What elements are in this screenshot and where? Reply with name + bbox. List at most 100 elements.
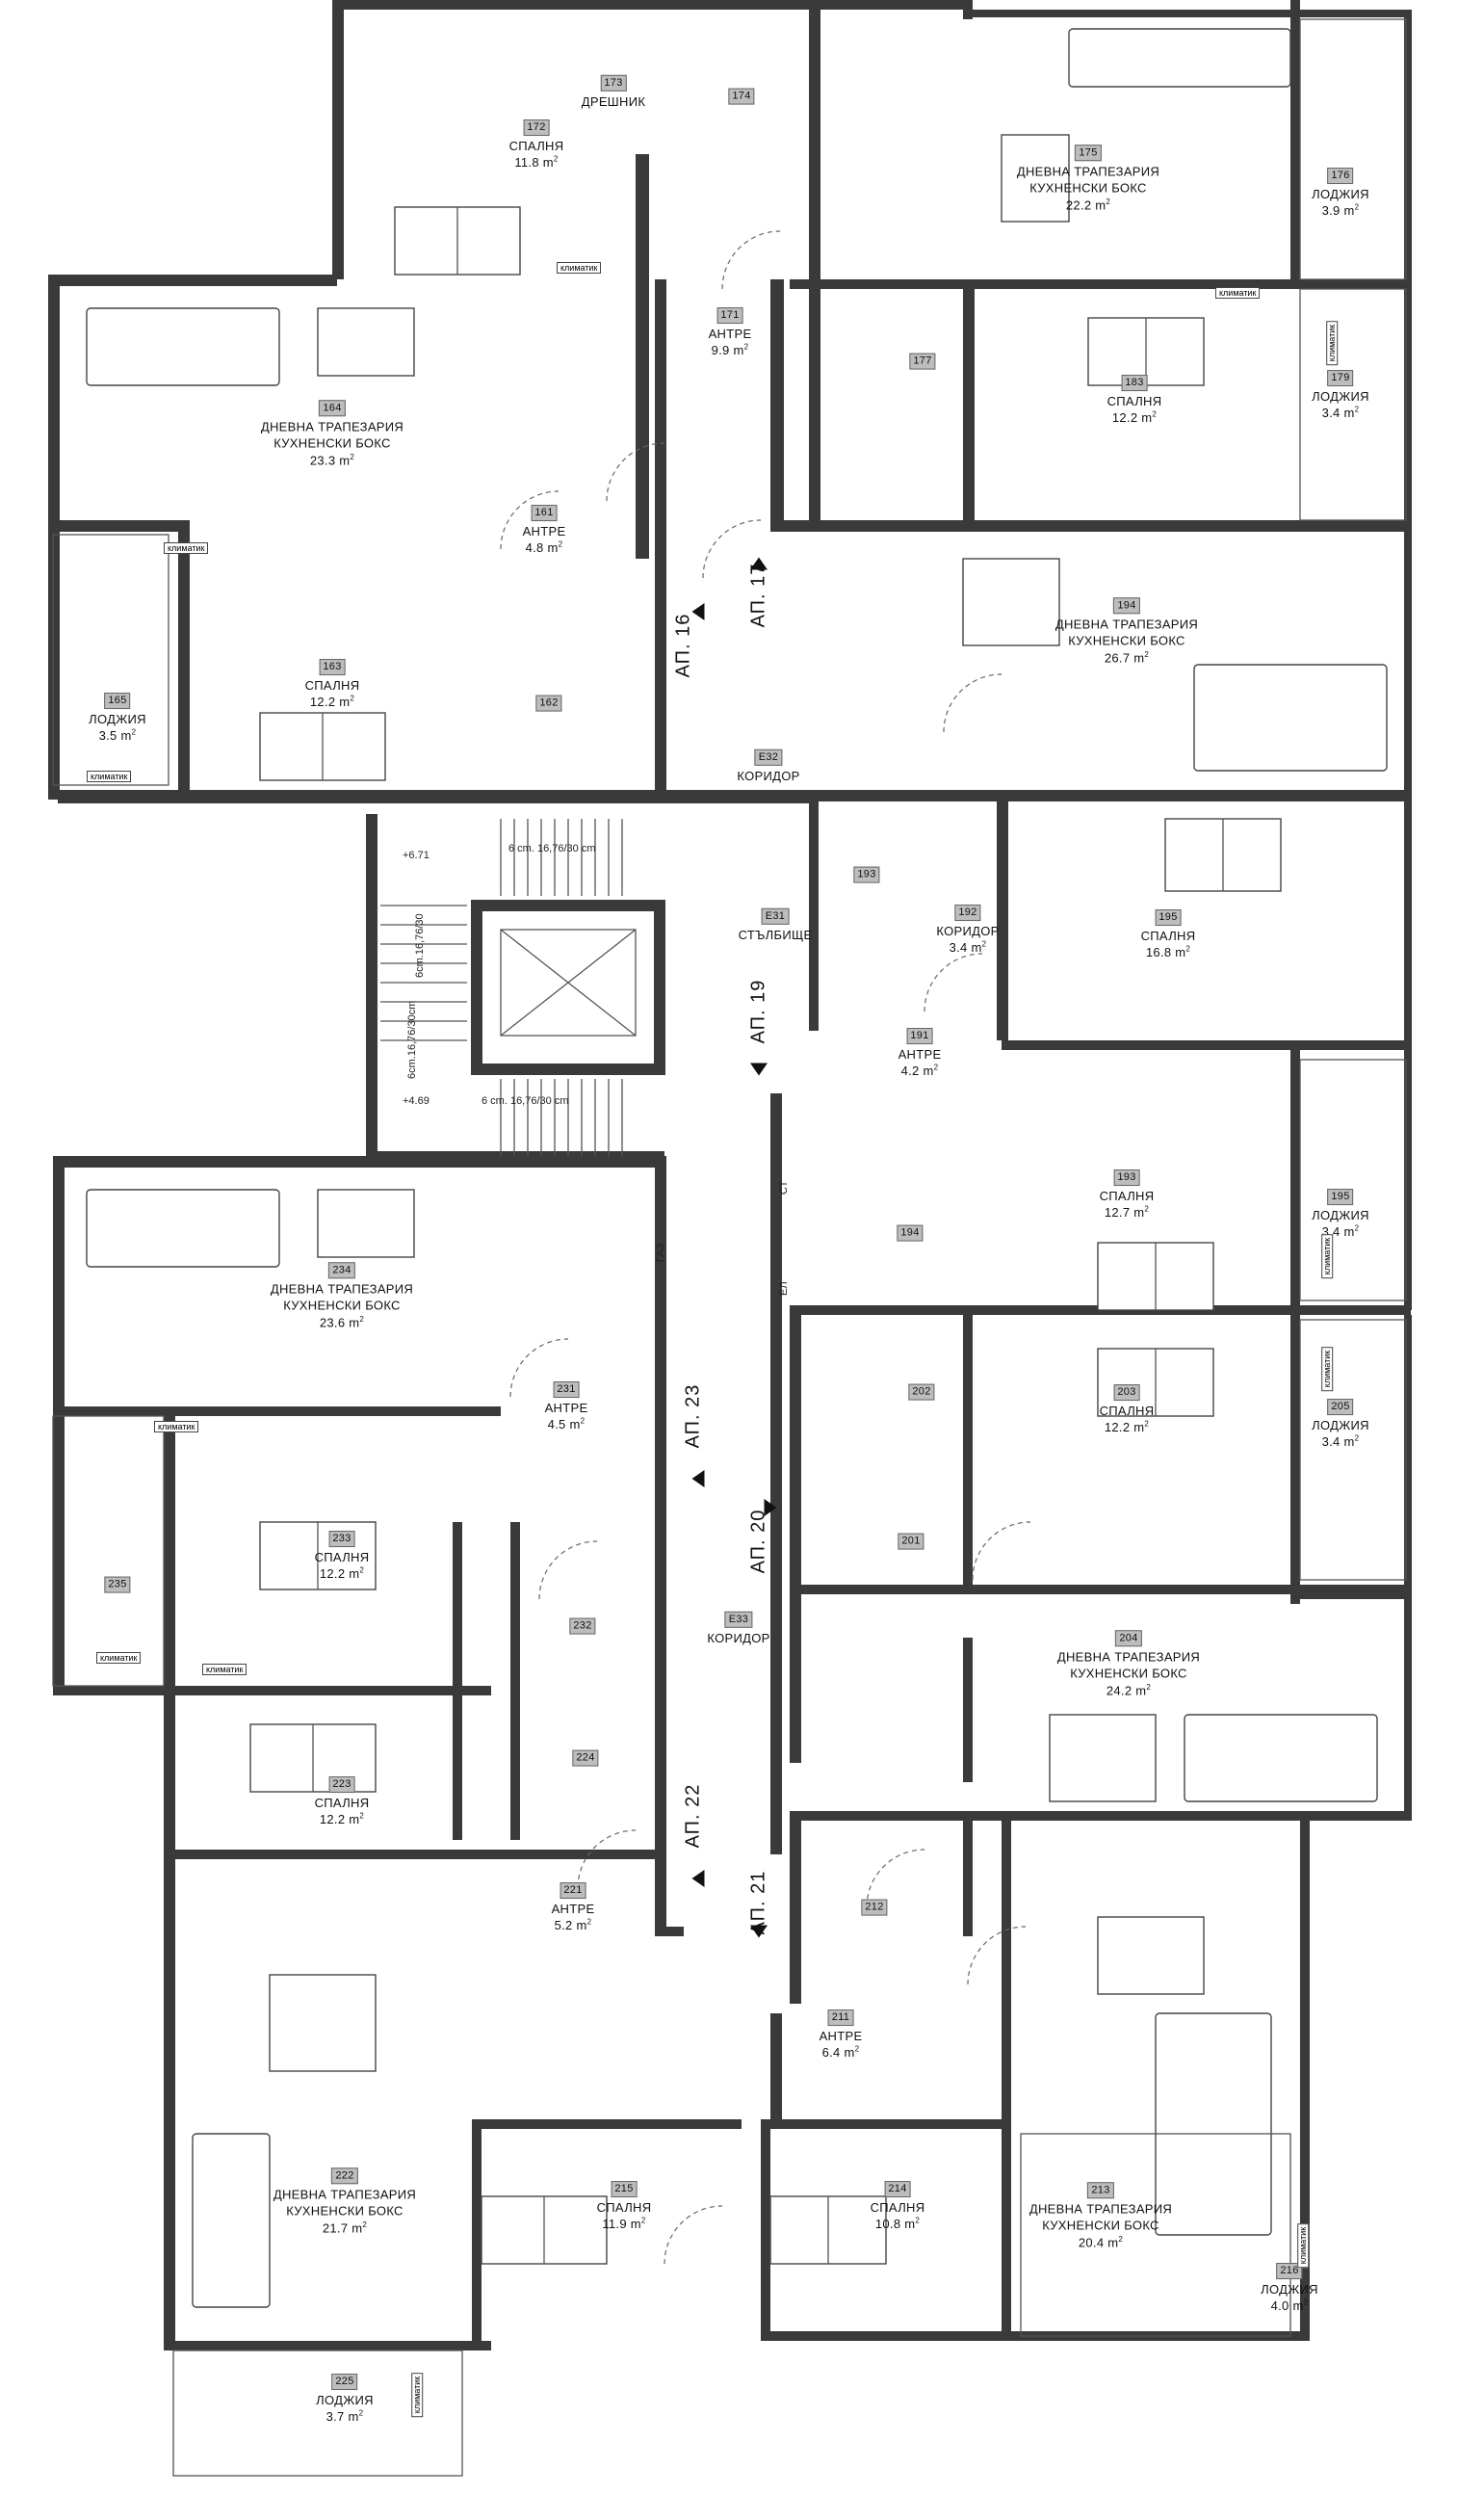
- loggia-outline: [52, 1415, 165, 1687]
- sofa-icon: [1068, 28, 1291, 88]
- room-label: 202: [908, 1382, 935, 1403]
- room-number-tag: 194: [1113, 597, 1140, 615]
- room-area: 4.5 m2: [547, 1417, 586, 1432]
- room-name: АНТРЕ: [522, 523, 566, 538]
- door-swing: [924, 953, 983, 1012]
- dining-table-icon: [317, 307, 415, 377]
- room-label: 235: [104, 1575, 131, 1595]
- building-walls: [48, 0, 1412, 2351]
- room-number-tag: 164: [319, 400, 346, 417]
- room-number-tag: 183: [1121, 375, 1148, 391]
- room-name: ДНЕВНА ТРАПЕЗАРИЯ: [273, 2187, 417, 2202]
- room-name: СПАЛНЯ: [1099, 1403, 1155, 1418]
- ac-unit-label: климатик: [96, 1652, 142, 1664]
- apartment-entry-arrow: [691, 603, 705, 620]
- room-area: 16.8 m2: [1145, 945, 1191, 960]
- sofa-icon: [86, 1189, 280, 1268]
- room-number-tag: 175: [1075, 144, 1102, 162]
- room-area: 3.4 m2: [949, 940, 987, 956]
- room-area: 3.5 m2: [98, 728, 137, 744]
- room-number-tag: 195: [1155, 909, 1182, 926]
- sofa-icon: [192, 2133, 271, 2308]
- room-name: АНТРЕ: [898, 1046, 942, 1062]
- room-name: ЛОДЖИЯ: [1312, 186, 1369, 201]
- room-label: 162: [535, 694, 562, 714]
- room-label: 174: [728, 87, 755, 107]
- room-area: 11.9 m2: [602, 2217, 646, 2232]
- door-swing: [702, 519, 762, 579]
- room-name: ДНЕВНА ТРАПЕЗАРИЯ: [260, 419, 404, 434]
- room-number-tag: 212: [861, 1899, 888, 1916]
- door-swing: [509, 1338, 569, 1398]
- room-area: 3.4 m2: [1321, 406, 1360, 421]
- el-label: ЕЛ: [778, 1281, 790, 1296]
- room-number-tag: 176: [1327, 168, 1354, 184]
- room-number-tag: 203: [1113, 1384, 1140, 1401]
- room-area: 9.9 m2: [711, 343, 749, 358]
- room-number-tag: 216: [1276, 2263, 1303, 2279]
- room-number-tag: 162: [535, 695, 562, 712]
- room-number-tag: 201: [898, 1533, 924, 1550]
- room-area: 12.7 m2: [1104, 1205, 1150, 1221]
- apartment-label: АП. 19: [747, 979, 769, 1044]
- ac-unit-label: климатик: [154, 1421, 199, 1432]
- door-swing: [943, 673, 1002, 733]
- loggia-outline: [1299, 1319, 1407, 1581]
- room-label: 212: [861, 1898, 888, 1918]
- stair-core: [380, 819, 665, 1156]
- apartment-entry-arrow: [750, 1925, 768, 1938]
- loggia-outline: [1299, 18, 1407, 280]
- dining-table-icon: [1097, 1916, 1205, 1995]
- room-number-tag: 165: [104, 693, 131, 709]
- door-swing: [538, 1540, 598, 1600]
- ac-unit-label: климатик: [1297, 2222, 1310, 2269]
- room-area: 4.8 m2: [525, 540, 563, 556]
- room-number-tag: 211: [827, 2009, 854, 2026]
- loggia-outline: [1020, 2133, 1291, 2337]
- room-name: ЛОДЖИЯ: [1312, 1207, 1369, 1222]
- room-area: 12.2 m2: [1104, 1420, 1150, 1435]
- room-name: ДНЕВНА ТРАПЕЗАРИЯ: [270, 1281, 414, 1297]
- ac-unit-label: климатик: [411, 2372, 424, 2418]
- sofa-icon: [1155, 2012, 1272, 2236]
- door-swing: [972, 1521, 1031, 1581]
- stair-note-side-a: 6cm.16,76/30: [414, 913, 426, 978]
- apartment-entry-arrow: [750, 1063, 768, 1076]
- room-name: КОРИДОР: [737, 768, 800, 783]
- room-area: 4.2 m2: [900, 1064, 939, 1079]
- room-number-tag: 194: [897, 1224, 924, 1242]
- door-swing: [606, 442, 665, 502]
- room-number-tag: 177: [909, 353, 936, 370]
- loggia-outline: [172, 2350, 463, 2477]
- dining-table-icon: [1049, 1714, 1157, 1802]
- room-number-tag: 202: [908, 1383, 935, 1401]
- room-name: ДНЕВНА ТРАПЕЗАРИЯ: [1028, 2201, 1173, 2217]
- room-name: ЛОДЖИЯ: [1312, 1417, 1369, 1432]
- room-area: 12.2 m2: [1111, 410, 1158, 426]
- room-number-tag: 171: [716, 307, 743, 324]
- room-area: 3.9 m2: [1321, 203, 1360, 219]
- room-number-tag: 173: [600, 74, 627, 92]
- room-label: 224: [572, 1748, 599, 1769]
- room-number-tag: 224: [572, 1749, 599, 1767]
- room-number-tag: 233: [328, 1531, 355, 1547]
- level-note-bottom: +4.69: [403, 1095, 430, 1107]
- room-number-tag: 215: [611, 2181, 638, 2197]
- room-name: СПАЛНЯ: [870, 2199, 925, 2215]
- room-name: АНТРЕ: [544, 1400, 588, 1415]
- room-label: 201: [898, 1532, 924, 1552]
- room-number-tag: 204: [1115, 1630, 1142, 1647]
- room-area: 12.2 m2: [319, 1566, 365, 1582]
- room-name: СПАЛНЯ: [314, 1549, 370, 1564]
- stair-note-side-b: 6cm.16,76/30cm: [406, 1000, 418, 1079]
